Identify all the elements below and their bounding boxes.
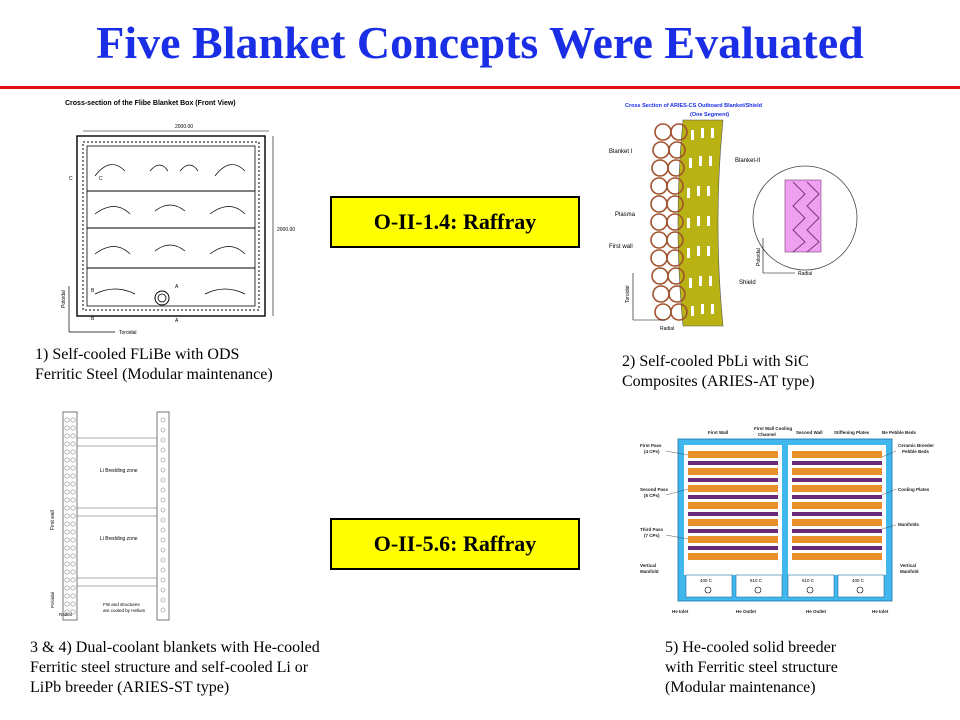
- pbli-label-blanket1: Blanket I: [609, 149, 633, 155]
- flibe-axis-toroidal: Toroidal: [119, 330, 137, 336]
- solid-temp4: 400 C: [852, 578, 865, 583]
- caption-dual: 3 & 4) Dual-coolant blankets with He-coo…: [30, 638, 320, 698]
- caption-line: 5) He-cooled solid breeder: [665, 639, 837, 656]
- solid-vertical1-right: Vertical: [900, 563, 916, 568]
- dual-note2: are cooled by Helium: [103, 608, 146, 613]
- flibe-label-b2: B: [91, 316, 95, 322]
- solid-ceramic2: Pebble Beds: [902, 449, 930, 454]
- caption-flibe: 1) Self-cooled FLiBe with ODS Ferritic S…: [35, 345, 273, 385]
- flibe-label-b1: B: [91, 288, 95, 294]
- flibe-heading: Cross-section of the Flibe Blanket Box (…: [65, 100, 236, 107]
- dual-label-radial: Radial: [59, 612, 72, 617]
- flibe-dim-height: 2000.00: [277, 227, 295, 233]
- solid-temp3: 610 C: [802, 578, 815, 583]
- solid-manifolds: Manifolds: [898, 522, 919, 527]
- solid-ceramic1: Ceramic Breeder: [898, 443, 934, 448]
- flibe-label-a1: A: [175, 284, 179, 290]
- solid-cooling-plates: Cooling Plates: [898, 487, 930, 492]
- solid-vertical2-left: Manifold: [640, 569, 659, 574]
- solid-second-pass1: Second Pass: [640, 487, 669, 492]
- caption-line: Ferritic steel structure and self-cooled…: [30, 659, 309, 676]
- caption-line: 3 & 4) Dual-coolant blankets with He-coo…: [30, 639, 320, 656]
- pbli-label-firstwall: First wall: [609, 244, 633, 250]
- solid-fw-cooling2: Channel: [758, 432, 776, 437]
- session-badge-top: O-II-1.4: Raffray: [330, 196, 580, 248]
- caption-line: Ferritic Steel (Modular maintenance): [35, 366, 273, 383]
- solid-fw-cooling1: First Wall Cooling: [754, 426, 792, 431]
- caption-pbli: 2) Self-cooled PbLi with SiC Composites …: [622, 352, 815, 392]
- caption-line: Composites (ARIES-AT type): [622, 373, 815, 390]
- session-badge-bottom: O-II-5.6: Raffray: [330, 518, 580, 570]
- dual-label-poloidal: Poloidal: [50, 592, 55, 608]
- dual-zone2: Li Bredding zone: [100, 536, 138, 542]
- dual-zone1: Li Bredding zone: [100, 468, 138, 474]
- pbli-label-blanket2: Blanket-II: [735, 158, 761, 164]
- pbli-inset-poloidal: Poloidal: [756, 248, 762, 266]
- pbli-inset-radial: Radial: [798, 271, 812, 277]
- flibe-label-c1: C: [69, 176, 73, 182]
- flibe-label-c2: C: [99, 176, 103, 182]
- solid-vertical2-right: Manifold: [900, 569, 919, 574]
- caption-line: (Modular maintenance): [665, 679, 816, 696]
- pbli-label-plasma: Plasma: [615, 212, 636, 218]
- solid-he-inlet1: He Inlet: [672, 609, 689, 614]
- pbli-heading1: Cross Section of ARIES-CS Outboard Blank…: [625, 103, 762, 109]
- caption-line: 2) Self-cooled PbLi with SiC: [622, 353, 809, 370]
- caption-line: 1) Self-cooled FLiBe with ODS: [35, 346, 240, 363]
- page-title: Five Blanket Concepts Were Evaluated: [96, 17, 864, 68]
- solid-breeder-diagram: 400 C 610 C 610 C 400 C First Wall First…: [640, 426, 934, 614]
- solid-stiffening: Stiffening Plates: [834, 430, 870, 435]
- title-rule: [0, 86, 960, 89]
- solid-first-wall: First Wall: [708, 430, 728, 435]
- flibe-axis-poloidal: Poloidal: [61, 290, 67, 308]
- solid-third-pass2: (7 CPs): [644, 533, 660, 538]
- solid-vertical1-left: Vertical: [640, 563, 656, 568]
- caption-line: with Ferritic steel structure: [665, 659, 838, 676]
- solid-be-pebble: Be Pebble Beds: [882, 430, 917, 435]
- flibe-dim-width: 2000.00: [175, 124, 193, 130]
- solid-first-pass1: First Pass: [640, 443, 662, 448]
- dual-label-firstwall: First wall: [50, 510, 56, 530]
- solid-he-inlet2: He Inlet: [872, 609, 889, 614]
- solid-first-pass2: (4 CPs): [644, 449, 660, 454]
- dual-note1: FW and structures: [103, 602, 141, 607]
- solid-temp1: 400 C: [700, 578, 713, 583]
- solid-temp2: 610 C: [750, 578, 763, 583]
- caption-solid: 5) He-cooled solid breeder with Ferritic…: [665, 638, 838, 698]
- pbli-axis-radial: Radial: [660, 326, 674, 332]
- pbli-blanket-diagram: Cross Section of ARIES-CS Outboard Blank…: [609, 103, 858, 332]
- pbli-label-shield: Shield: [739, 280, 756, 286]
- solid-second-pass2: (5 CPs): [644, 493, 660, 498]
- solid-third-pass1: Third Pass: [640, 527, 664, 532]
- caption-line: LiPb breeder (ARIES-ST type): [30, 679, 230, 696]
- flibe-blanket-diagram: Cross-section of the Flibe Blanket Box (…: [61, 100, 295, 336]
- dual-coolant-diagram: Li Bredding zone Li Bredding zone First …: [50, 411, 170, 621]
- flibe-label-a2: A: [175, 318, 179, 324]
- solid-second-wall: Second Wall: [796, 430, 823, 435]
- solid-he-outlet2: He Outlet: [806, 609, 827, 614]
- pbli-heading2: (One Segment): [690, 112, 729, 118]
- breeder-plates: [688, 451, 882, 560]
- solid-he-outlet1: He Outlet: [736, 609, 757, 614]
- pbli-axis-toroidal: Toroidal: [625, 285, 631, 303]
